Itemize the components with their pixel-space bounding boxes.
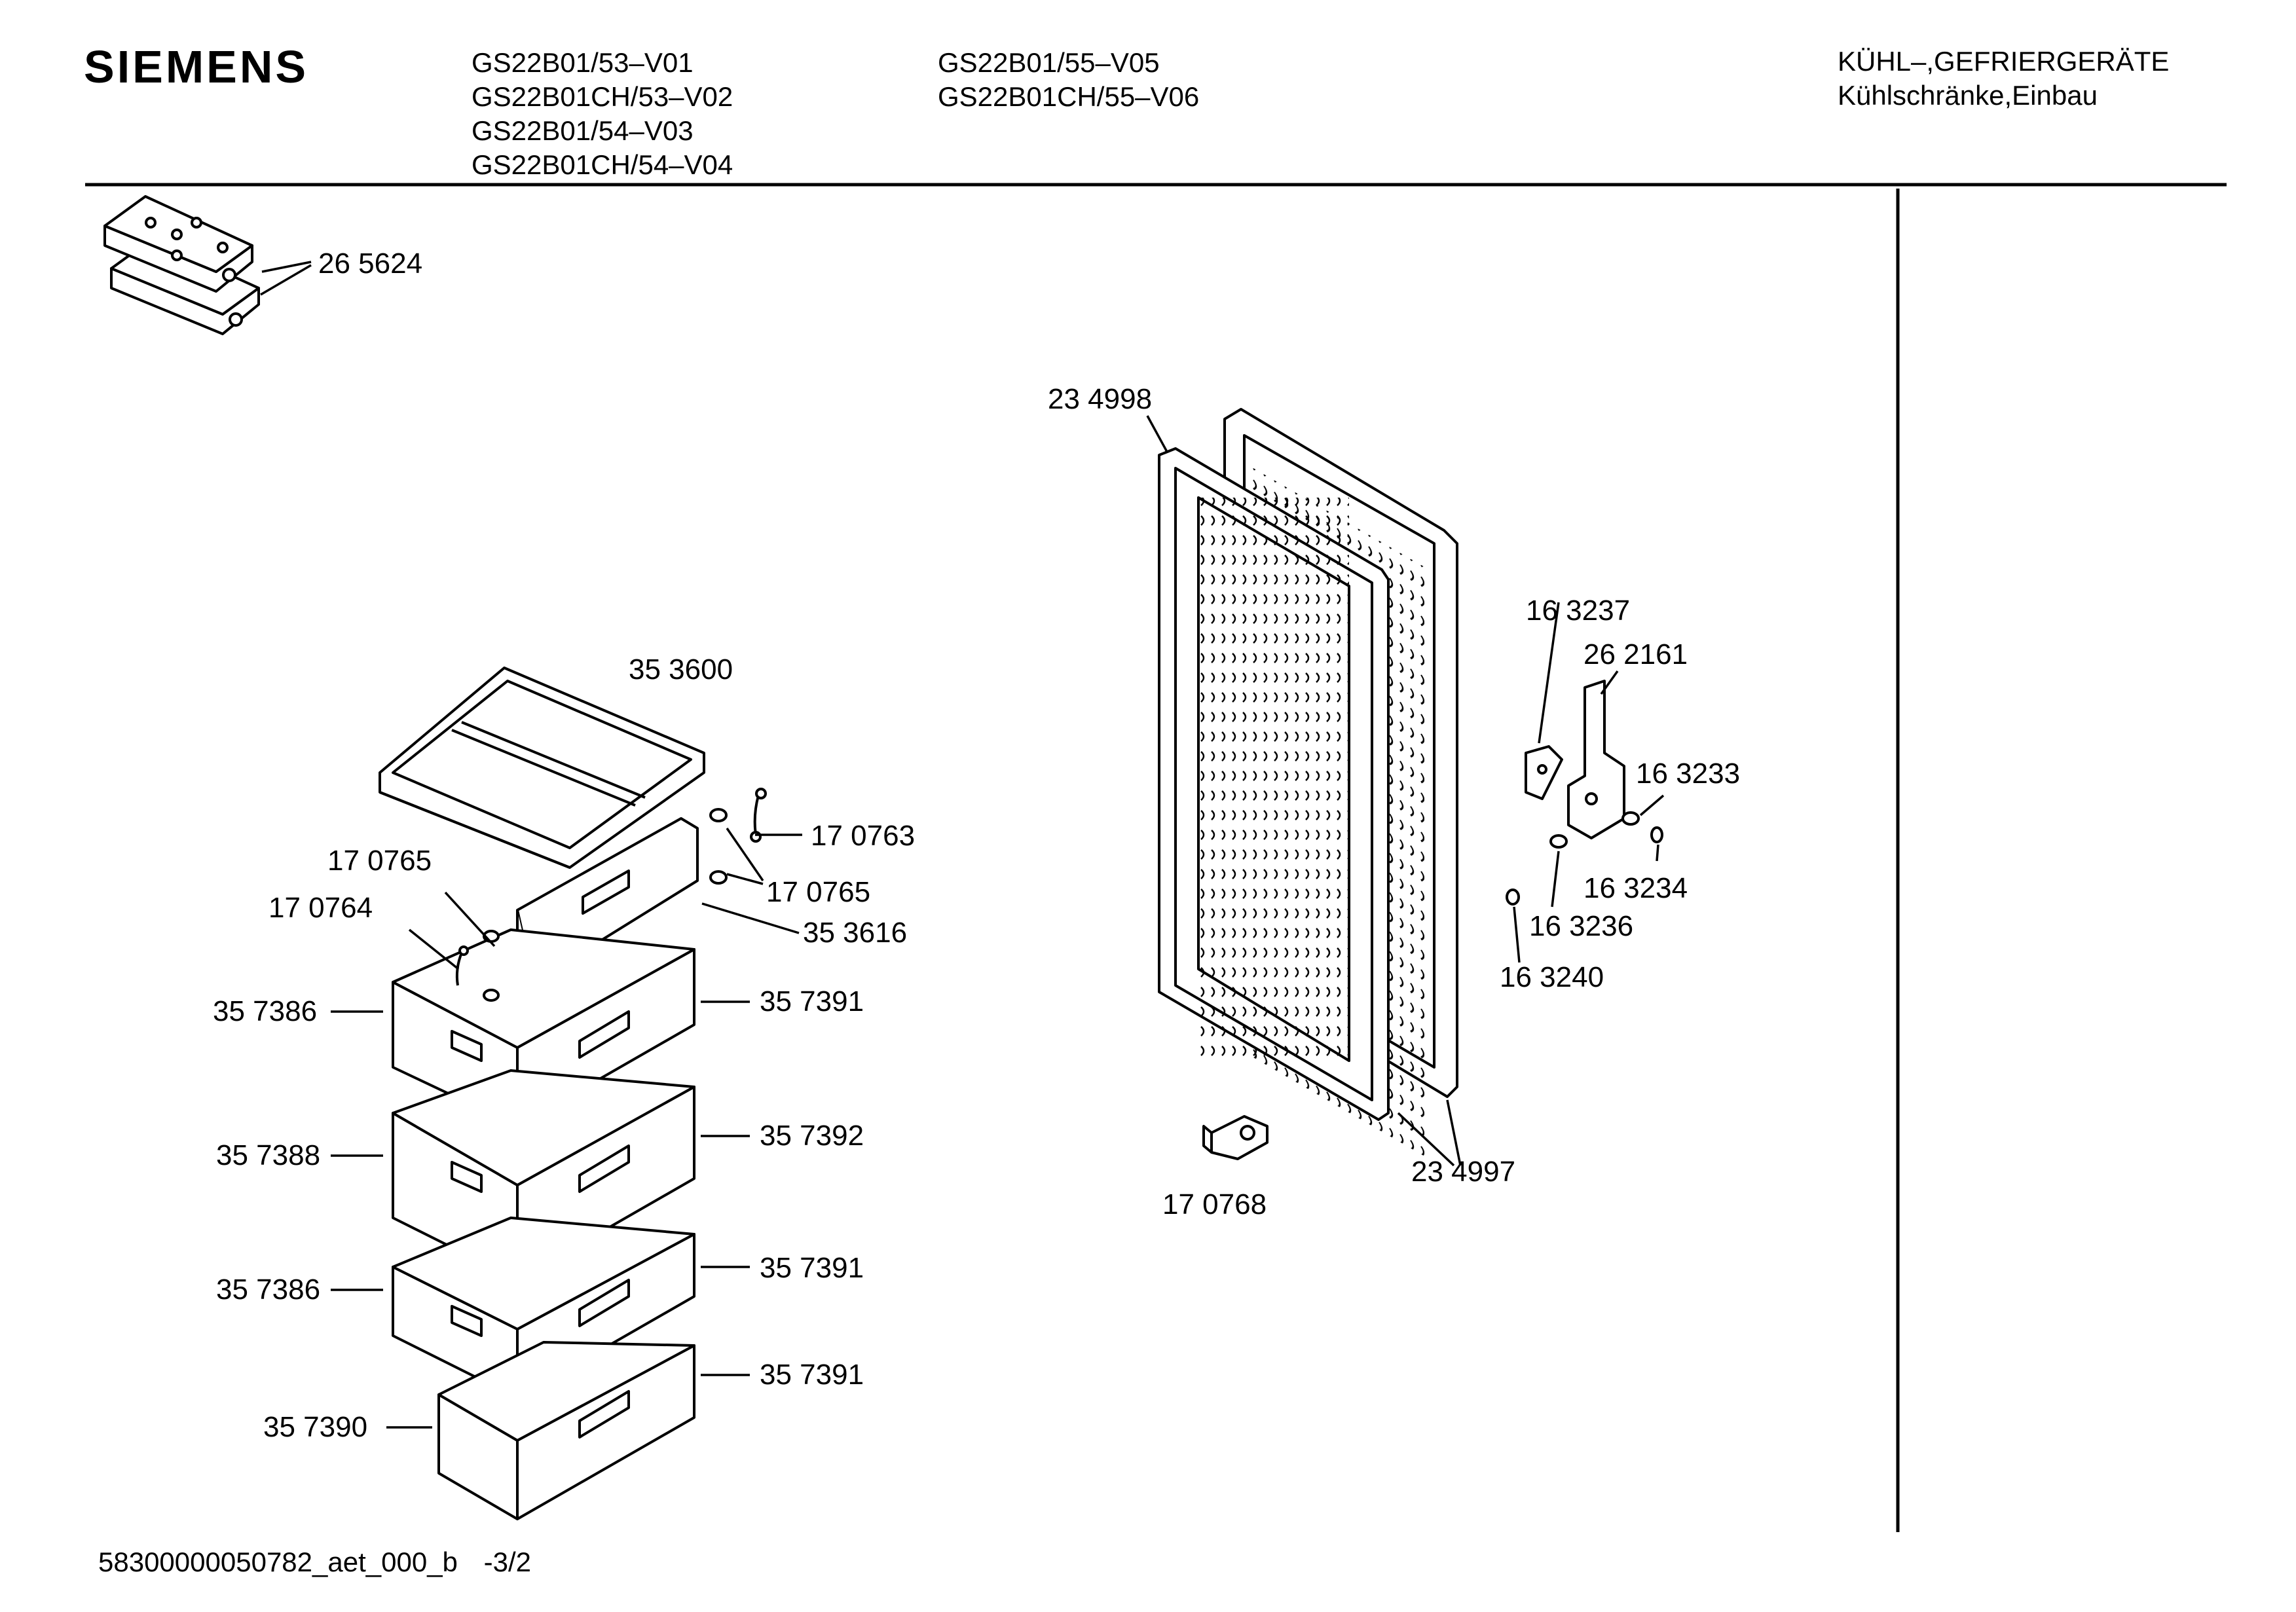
part-label: 16 3233 bbox=[1636, 758, 1741, 790]
category: KÜHL–,GEFRIERGERÄTE Kühlschränke,Einbau bbox=[1838, 45, 2169, 113]
part-label: 35 7386 bbox=[213, 995, 318, 1027]
model-list-2: GS22B01/55–V05 GS22B01CH/55–V06 bbox=[938, 46, 1199, 114]
part-label: 16 3237 bbox=[1526, 595, 1631, 627]
model-item: GS22B01CH/55–V06 bbox=[938, 81, 1200, 112]
part-label: 23 4997 bbox=[1411, 1156, 1516, 1188]
ice-pack-icon bbox=[103, 195, 260, 335]
doc-id: 58300000050782_aet_000_b bbox=[98, 1547, 458, 1577]
lower-hinge-icon bbox=[1202, 1115, 1268, 1160]
brand-logo: SIEMENS bbox=[84, 41, 309, 92]
model-list-1: GS22B01/53–V01 GS22B01CH/53–V02 GS22B01/… bbox=[472, 46, 733, 182]
part-label: 17 0765 bbox=[327, 845, 432, 877]
glass-shelf-icon bbox=[379, 667, 705, 869]
part-label: 26 5624 bbox=[318, 247, 423, 280]
part-label: 26 2161 bbox=[1583, 638, 1688, 670]
part-label: 16 3236 bbox=[1529, 910, 1634, 942]
model-item: GS22B01/55–V05 bbox=[938, 47, 1160, 78]
footer: 58300000050782_aet_000_b -3/2 bbox=[98, 1547, 531, 1578]
drawer-1-icon bbox=[392, 928, 695, 1127]
part-label: 35 3600 bbox=[629, 653, 733, 686]
part-label: 35 7386 bbox=[216, 1273, 321, 1306]
model-item: GS22B01/54–V03 bbox=[472, 115, 694, 146]
part-label: 35 7391 bbox=[760, 985, 864, 1017]
leader-lines bbox=[260, 261, 1665, 1429]
hinge-icon bbox=[1506, 680, 1663, 906]
part-label: 35 7388 bbox=[216, 1139, 321, 1171]
drawer-4-icon bbox=[437, 1341, 695, 1520]
drawer-3-icon bbox=[392, 1217, 695, 1399]
part-label: 35 7391 bbox=[760, 1252, 864, 1284]
part-label: 35 7392 bbox=[760, 1120, 864, 1152]
model-item: GS22B01/53–V01 bbox=[472, 47, 694, 78]
drawer-2-icon bbox=[392, 1069, 695, 1281]
page-number: -3/2 bbox=[483, 1547, 531, 1577]
part-label: 35 7391 bbox=[760, 1359, 864, 1391]
model-item: GS22B01CH/53–V02 bbox=[472, 81, 733, 112]
part-label: 17 0763 bbox=[811, 820, 916, 852]
part-label: 23 4998 bbox=[1048, 383, 1153, 415]
door-gasket-icon bbox=[1158, 447, 1390, 1121]
part-label: 16 3240 bbox=[1500, 961, 1604, 993]
part-label: 16 3234 bbox=[1583, 872, 1688, 904]
part-label: 17 0768 bbox=[1162, 1188, 1267, 1220]
part-label: 35 3616 bbox=[803, 917, 908, 949]
part-label: 35 7390 bbox=[263, 1411, 368, 1443]
part-label: 17 0764 bbox=[268, 892, 373, 924]
model-item: GS22B01CH/54–V04 bbox=[472, 149, 733, 180]
category-line-1: KÜHL–,GEFRIERGERÄTE bbox=[1838, 46, 2170, 77]
part-label: 17 0765 bbox=[766, 876, 871, 908]
category-line-2: Kühlschränke,Einbau bbox=[1838, 80, 2098, 111]
